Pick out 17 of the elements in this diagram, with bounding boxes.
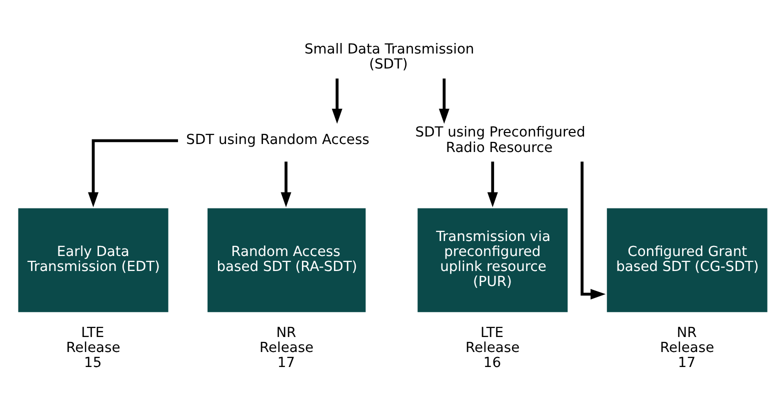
node-text: SDT using Random Access <box>186 132 369 148</box>
node-text: Small Data Transmission (SDT) <box>304 41 474 72</box>
arrow <box>280 161 291 207</box>
node-label: NR Release 17 <box>660 324 714 371</box>
node-label: LTE Release 15 <box>66 324 120 371</box>
arrow <box>438 78 449 124</box>
node-box: Configured Grant based SDT (CG-SDT) <box>606 208 767 312</box>
node-box: Early Data Transmission (EDT) <box>18 208 168 312</box>
node-box: Random Access based SDT (RA-SDT) <box>207 208 366 312</box>
arrow <box>331 78 342 124</box>
node-label: NR Release 17 <box>258 324 314 371</box>
node-label: LTE Release 16 <box>465 324 520 371</box>
arrow <box>88 138 178 207</box>
arrow <box>580 161 606 299</box>
arrow <box>486 161 498 207</box>
node-text: SDT using Preconfigured Radio Resource <box>414 124 585 156</box>
node-box: Transmission via preconfigured uplink resource (PUR) <box>417 208 568 312</box>
